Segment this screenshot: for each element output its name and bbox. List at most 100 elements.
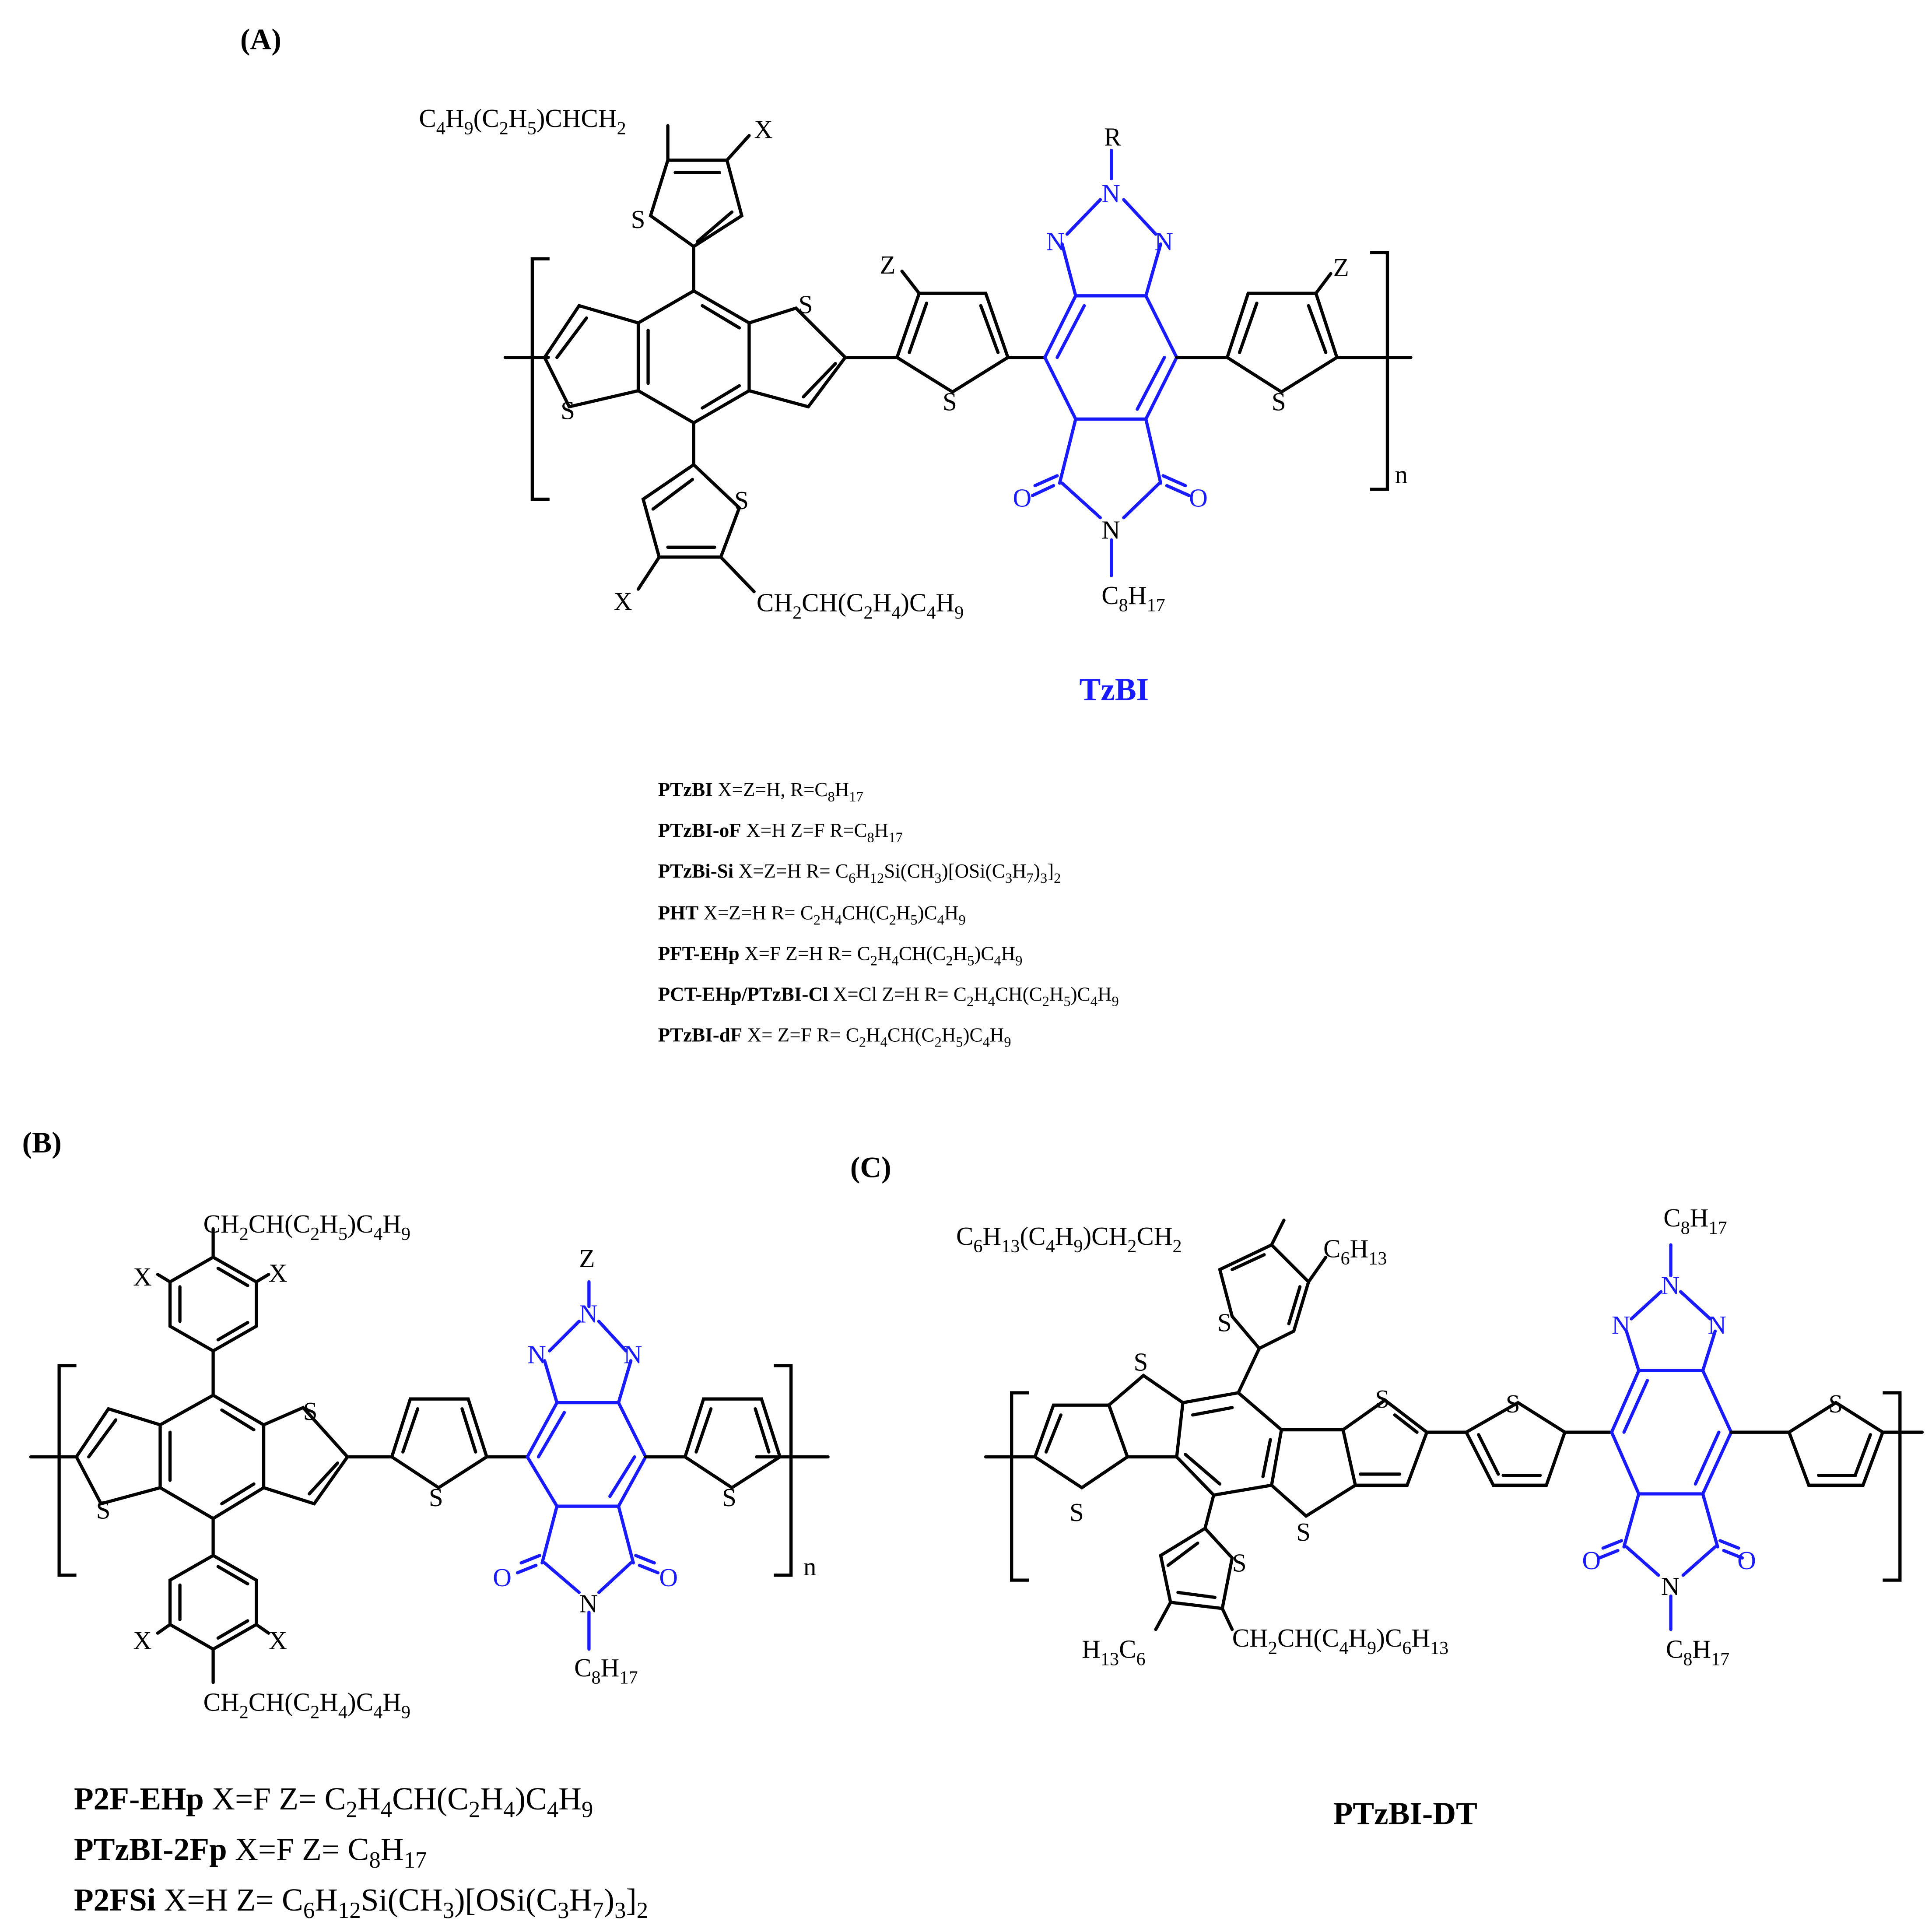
compound-entry: PTzBi-Si X=Z=H R= C6H12Si(CH3)[OSi(C3H7)… — [658, 856, 1119, 896]
atom-s-c-1: S — [1069, 1498, 1084, 1527]
compound-substituents: X=Cl Z=H R= C2H4CH(C2H5)C4H9 — [828, 984, 1119, 1010]
repeat-index-b: n — [803, 1552, 817, 1581]
compound-substituents: X=F Z=H R= C2H4CH(C2H5)C4H9 — [739, 944, 1023, 969]
compound-name: PTzBI-dF — [658, 1026, 743, 1047]
compound-substituents: X=Z=H R= C6H12Si(CH3)[OSi(C3H7)3]2 — [733, 862, 1061, 887]
atom-o-right-a: O — [1189, 483, 1208, 512]
atom-s-spacer-2-b: S — [722, 1483, 736, 1512]
compound-substituents: X=F Z= C8H17 — [227, 1832, 427, 1874]
compound-name: PTzBI-oF — [658, 821, 741, 842]
phenyl-top-b — [156, 1227, 270, 1353]
atom-s-c-3: S — [1296, 1517, 1311, 1546]
atom-s-bdt-2: S — [799, 290, 813, 319]
atom-n-tz-2-b: N — [579, 1300, 598, 1328]
compound-name: PTzBI-2Fp — [74, 1832, 227, 1868]
atom-o-right-b: O — [659, 1563, 678, 1592]
unit-name-tzbi: TzBI — [1080, 671, 1149, 707]
compound-substituents: X=F Z= C2H4CH(C2H4)C4H9 — [203, 1781, 593, 1823]
atom-s-bottom-c: S — [1232, 1548, 1247, 1577]
thiophene-bottom-c — [1154, 1526, 1234, 1631]
structure-a: n S S S C4H9(C2H5)CHCH2 X — [419, 104, 1413, 707]
atom-o-left-b: O — [493, 1563, 512, 1592]
sub-x-b-3: X — [133, 1626, 152, 1655]
bracket-right-c — [1883, 1391, 1902, 1582]
thiophene-spacer-1-c — [1464, 1401, 1567, 1487]
atom-s-bottom-a: S — [734, 486, 749, 515]
thiophene-spacer-1-b — [390, 1397, 489, 1490]
atom-s-spacer-1-c: S — [1506, 1389, 1520, 1418]
side-chain-top-a: C4H9(C2H5)CHCH2 — [419, 104, 626, 139]
structure-b: n S S CH2CH(C2H5)C4H9 X X — [29, 1209, 830, 1723]
side-chain-bottom-2-c: H13C6 — [1082, 1635, 1145, 1670]
bracket-right-b — [774, 1364, 793, 1577]
compound-name: PCT-EHp/PTzBI-Cl — [658, 984, 828, 1006]
imide-chain-c: C8H17 — [1666, 1635, 1729, 1670]
compound-entry: PHT X=Z=H R= C2H4CH(C2H5)C4H9 — [658, 897, 1119, 938]
side-chain-bottom-a: CH2CH(C2H4)C4H9 — [757, 588, 964, 623]
sub-x-b-4: X — [269, 1626, 288, 1655]
sub-z-left-a: Z — [880, 250, 895, 279]
bdt-core-a — [543, 245, 848, 467]
triazole-chain-c: C8H17 — [1663, 1203, 1727, 1238]
atom-n-tz-3-a: N — [1154, 227, 1173, 256]
atom-n-imide-a: N — [1101, 516, 1120, 544]
structure-c: S S S S S C6H13(C4H9)CH2CH2 C6H13 S H13C… — [956, 1203, 1924, 1831]
atom-n-tz-2-c: N — [1661, 1271, 1680, 1300]
dtbdt-core-c — [1033, 1347, 1429, 1530]
compound-entry: PTzBI X=Z=H, R=C8H17 — [658, 774, 1119, 815]
sub-z-b: Z — [579, 1244, 595, 1273]
atom-o-left-a: O — [1013, 483, 1032, 512]
compound-name: P2F-EHp — [74, 1781, 204, 1817]
compound-name: PTzBI — [658, 780, 713, 801]
thiophene-spacer-2-b — [683, 1397, 782, 1490]
atom-s-spacer-2-a: S — [1272, 387, 1286, 416]
atom-s-bdt-1: S — [561, 396, 575, 425]
atom-o-right-c: O — [1737, 1546, 1756, 1575]
compound-name: PTzBi-Si — [658, 862, 734, 883]
panel-label-a: (A) — [240, 23, 281, 56]
compound-substituents: X=H Z=F R=C8H17 — [741, 821, 903, 846]
bdt-core-b — [74, 1349, 350, 1557]
atom-s-c-2: S — [1133, 1347, 1148, 1376]
atom-n-tz-1-b: N — [527, 1340, 546, 1369]
atom-s-spacer-2-c: S — [1828, 1389, 1843, 1418]
thiophene-bottom-a — [636, 462, 756, 594]
atom-s-bdt-2-b: S — [303, 1397, 318, 1426]
sub-r-a: R — [1104, 122, 1122, 151]
panel-label-c: (C) — [850, 1151, 891, 1184]
thiophene-spacer-2-a — [1225, 272, 1339, 394]
atom-s-top-c: S — [1217, 1308, 1232, 1337]
compound-substituents: X=Z=H, R=C8H17 — [712, 780, 863, 805]
phenyl-bottom-b — [156, 1553, 270, 1684]
compound-entry: PTzBI-oF X=H Z=F R=C8H17 — [658, 815, 1119, 856]
atom-s-bdt-1-b: S — [96, 1495, 111, 1524]
thiophene-top-c — [1218, 1219, 1328, 1351]
atom-s-top-a: S — [631, 205, 645, 234]
compound-substituents: X=H Z= C6H12Si(CH3)[OSi(C3H7)3]2 — [156, 1883, 649, 1925]
compound-substituents: X= Z=F R= C2H4CH(C2H5)C4H9 — [742, 1026, 1011, 1051]
atom-s-spacer-1-b: S — [429, 1483, 443, 1512]
sub-x-b-1: X — [133, 1262, 152, 1291]
thiophene-spacer-1-a — [895, 269, 1010, 394]
polymer-name-c: PTzBI-DT — [1333, 1796, 1477, 1831]
atom-n-tz-1-a: N — [1046, 227, 1065, 256]
atom-o-left-c: O — [1582, 1546, 1601, 1575]
repeat-index-a: n — [1395, 460, 1408, 489]
compound-entry: PTzBI-2Fp X=F Z= C8H17 — [74, 1830, 648, 1881]
side-chain-bottom-c: CH2CH(C4H9)C6H13 — [1232, 1623, 1449, 1658]
tzbi-unit-b — [515, 1280, 660, 1651]
compound-entry: PFT-EHp X=F Z=H R= C2H4CH(C2H5)C4H9 — [658, 938, 1119, 978]
tzbi-unit-a — [1031, 148, 1191, 577]
bracket-right-a — [1370, 251, 1389, 491]
side-chain-top-b: CH2CH(C2H5)C4H9 — [203, 1209, 410, 1244]
atom-n-tz-3-c: N — [1708, 1310, 1727, 1339]
bracket-left-c — [1010, 1391, 1029, 1582]
sub-x-top-a: X — [754, 115, 773, 144]
atom-s-spacer-1-a: S — [943, 387, 957, 416]
thiophene-spacer-2-c — [1787, 1401, 1885, 1487]
atom-n-tz-2-a: N — [1101, 179, 1120, 208]
atom-n-tz-3-b: N — [624, 1340, 642, 1369]
side-chain-top-2-c: C6H13 — [1323, 1234, 1387, 1269]
